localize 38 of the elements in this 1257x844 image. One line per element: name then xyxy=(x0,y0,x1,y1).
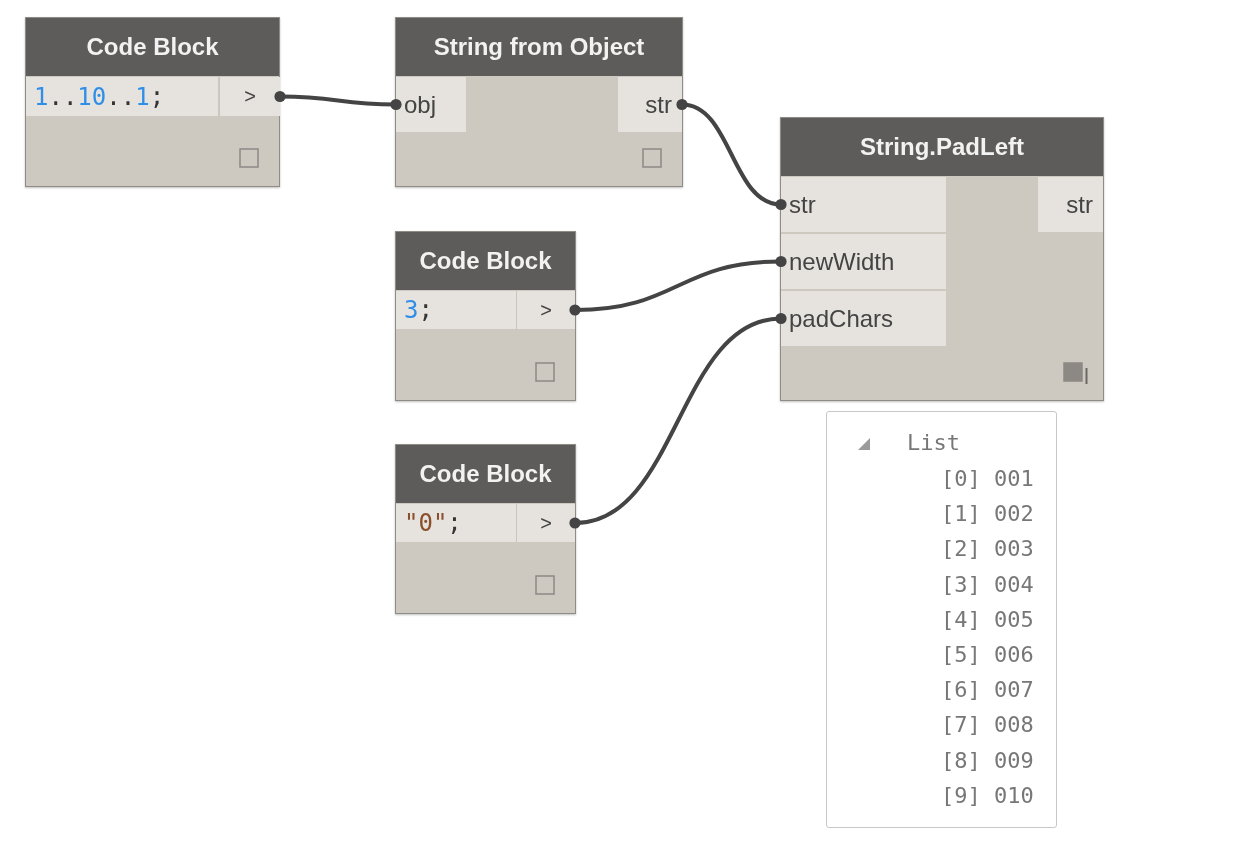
preview-panel xyxy=(826,411,1057,828)
function-node xyxy=(395,17,683,187)
list-item: [2] 003 xyxy=(941,536,1034,562)
list-item: [6] 007 xyxy=(941,677,1034,703)
connector-wire xyxy=(274,90,402,111)
input-port: newWidth xyxy=(781,234,946,289)
output-port: > xyxy=(516,291,575,329)
code-block-node xyxy=(395,231,576,401)
output-port: str xyxy=(1038,177,1103,232)
output-port: > xyxy=(516,504,575,542)
list-item: [9] 010 xyxy=(941,782,1034,808)
list-heading: List xyxy=(907,430,960,455)
input-port: str xyxy=(781,177,946,232)
connector-wire xyxy=(676,98,787,211)
list-item: [8] 009 xyxy=(941,747,1034,773)
input-port: obj xyxy=(396,77,466,132)
list-item: [3] 004 xyxy=(941,571,1034,597)
list-item: [1] 002 xyxy=(941,501,1034,527)
connector-wire xyxy=(569,255,787,316)
list-item: [7] 008 xyxy=(941,712,1034,738)
code-field: 3; xyxy=(396,291,516,329)
node-title: String.PadLeft xyxy=(859,133,1025,161)
code-field: "0"; xyxy=(396,504,516,542)
list-item: [0] 001 xyxy=(941,466,1034,491)
output-port: str xyxy=(618,77,682,132)
node-title: Code Block xyxy=(418,460,553,488)
node-title: Code Block xyxy=(85,33,220,61)
output-port: > xyxy=(219,77,280,116)
function-node xyxy=(780,117,1104,401)
node-title: String from Object xyxy=(432,33,646,61)
list-item: [5] 006 xyxy=(941,642,1034,667)
code-block-node xyxy=(25,17,280,187)
input-port: padChars xyxy=(781,291,946,346)
connector-wire xyxy=(569,312,787,529)
code-block-node xyxy=(395,444,576,614)
list-item: [4] 005 xyxy=(941,606,1034,632)
code-field: 1..10..1; xyxy=(26,77,218,116)
node-title: Code Block xyxy=(418,247,553,275)
